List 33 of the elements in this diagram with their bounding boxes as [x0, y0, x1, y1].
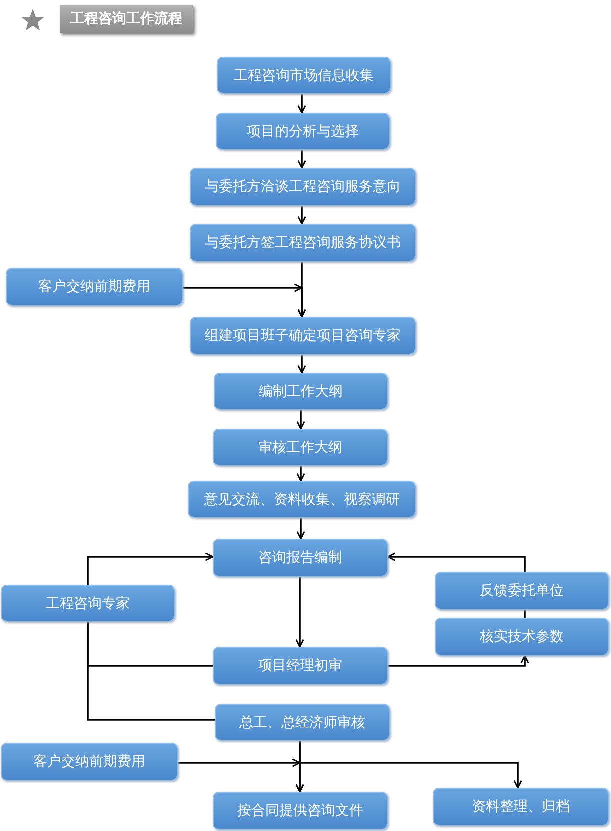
arrow — [296, 466, 306, 482]
process-box: 客户交纳前期费用 — [6, 268, 183, 306]
arrow — [388, 655, 530, 667]
process-box: 意见交流、资料收集、视察调研 — [188, 481, 416, 518]
process-box: 客户交纳前期费用 — [1, 743, 178, 781]
arrow — [298, 206, 306, 225]
process-box: 核实技术参数 — [435, 618, 609, 656]
process-box: 工程咨询专家 — [1, 585, 175, 622]
process-box: 与委托方洽谈工程咨询服务意向 — [190, 168, 416, 206]
arrow — [298, 94, 306, 114]
process-box: 工程咨询市场信息收集 — [217, 57, 391, 94]
process-box: 反馈委托单位 — [435, 572, 609, 610]
process-box: 项目的分析与选择 — [216, 113, 390, 150]
arrow — [387, 552, 526, 572]
process-box: 审核工作大纲 — [213, 429, 388, 466]
arrow — [296, 518, 306, 540]
title-banner: 工程咨询工作流程 — [60, 5, 193, 33]
process-box: 组建项目班子确定项目咨询专家 — [190, 317, 416, 355]
arrow — [296, 410, 306, 430]
process-box: 编制工作大纲 — [214, 373, 388, 410]
process-box: 资料整理、归档 — [433, 788, 609, 826]
arrow — [298, 150, 306, 169]
arrow — [298, 355, 306, 374]
arrow — [183, 284, 306, 317]
process-box: 按合同提供咨询文件 — [213, 792, 388, 830]
process-box: 总工、总经济师审核 — [215, 704, 390, 741]
arrow — [296, 577, 304, 648]
process-box: 与委托方签工程咨询服务协议书 — [190, 224, 416, 262]
process-box: 咨询报告编制 — [213, 539, 388, 577]
arrow — [178, 758, 304, 792]
arrow — [299, 741, 522, 789]
arrow — [87, 552, 214, 585]
process-box: 项目经理初审 — [213, 647, 388, 685]
